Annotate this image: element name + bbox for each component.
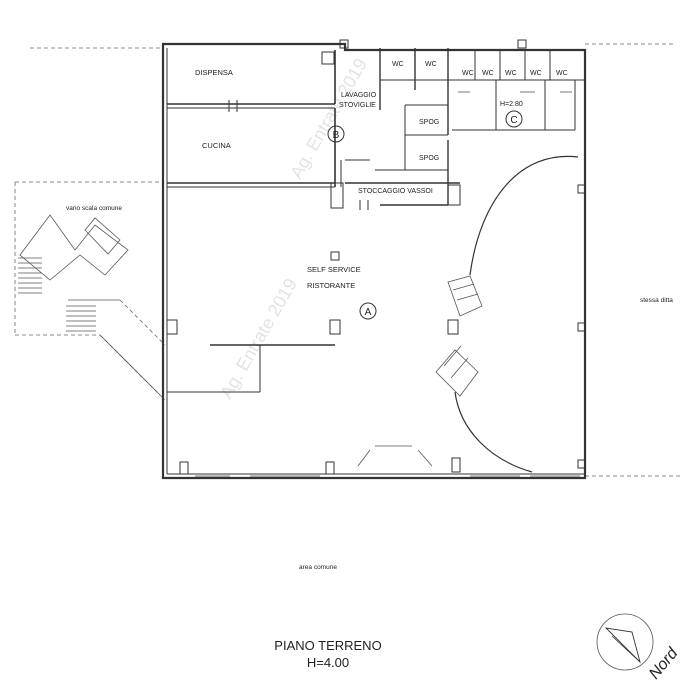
svg-text:Ag. Entrate 2019: Ag. Entrate 2019 — [286, 55, 371, 182]
interior-walls — [166, 48, 585, 467]
room-wc-5: WC — [505, 70, 517, 77]
label-area-comune: area comune — [299, 564, 337, 571]
room-spog-2: SPOG — [419, 155, 439, 162]
zone-marker-c: C — [505, 110, 523, 128]
curved-wall — [435, 155, 579, 473]
room-wc-4: WC — [482, 70, 494, 77]
room-self-service: SELF SERVICE — [307, 265, 361, 274]
room-wc-1: WC — [392, 61, 404, 68]
svg-text:A: A — [365, 307, 372, 318]
plan-height: H=4.00 — [307, 655, 349, 670]
room-c-height: H=2.80 — [500, 101, 523, 108]
label-stessa-ditta: stessa ditta — [640, 297, 673, 304]
svg-text:Ag. Entrate 2019: Ag. Entrate 2019 — [216, 275, 301, 402]
svg-text:B: B — [333, 130, 340, 141]
room-lavaggio-line1: LAVAGGIO — [341, 92, 377, 99]
north-arrow-icon: Nord — [596, 613, 682, 683]
room-ristorante: RISTORANTE — [307, 281, 355, 290]
zone-marker-b: B — [327, 125, 345, 143]
plan-title: PIANO TERRENO — [274, 638, 381, 653]
outer-walls — [161, 39, 587, 480]
room-dispensa: DISPENSA — [195, 68, 233, 77]
room-cucina: CUCINA — [202, 141, 231, 150]
room-wc-3: WC — [462, 70, 474, 77]
room-wc-7: WC — [556, 70, 568, 77]
svg-text:C: C — [510, 115, 517, 126]
label-vano-scala: vano scala comune — [66, 205, 122, 212]
room-lavaggio-line2: STOVIGLIE — [339, 102, 376, 109]
stairwell — [18, 214, 166, 396]
room-stoccaggio-vassoi: STOCCAGGIO VASSOI — [358, 188, 433, 195]
room-wc-6: WC — [530, 70, 542, 77]
room-wc-2: WC — [425, 61, 437, 68]
room-spog-1: SPOG — [419, 119, 439, 126]
zone-marker-a: A — [359, 302, 377, 320]
